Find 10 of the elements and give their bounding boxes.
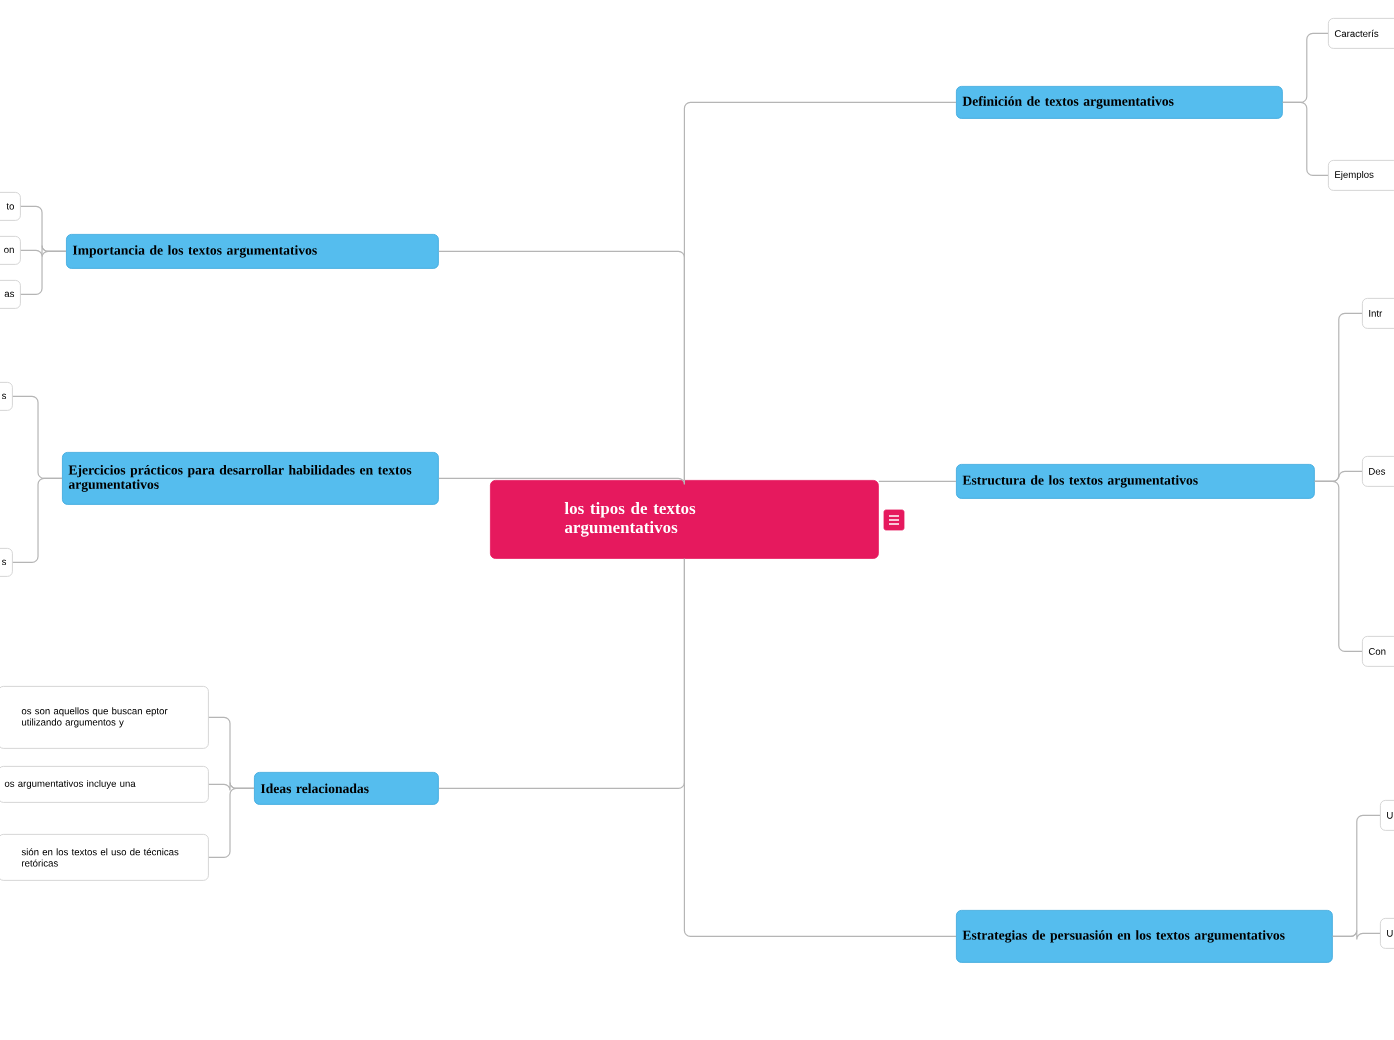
connector <box>438 250 685 481</box>
connector <box>12 477 63 563</box>
connector <box>20 250 67 295</box>
connector <box>1314 480 1363 652</box>
connector <box>438 477 685 485</box>
connector <box>438 558 685 789</box>
connector <box>1332 929 1381 940</box>
connector <box>208 787 255 858</box>
connector <box>878 480 957 482</box>
central-topic-box: los tipos de textos argumentativos <box>490 480 879 559</box>
